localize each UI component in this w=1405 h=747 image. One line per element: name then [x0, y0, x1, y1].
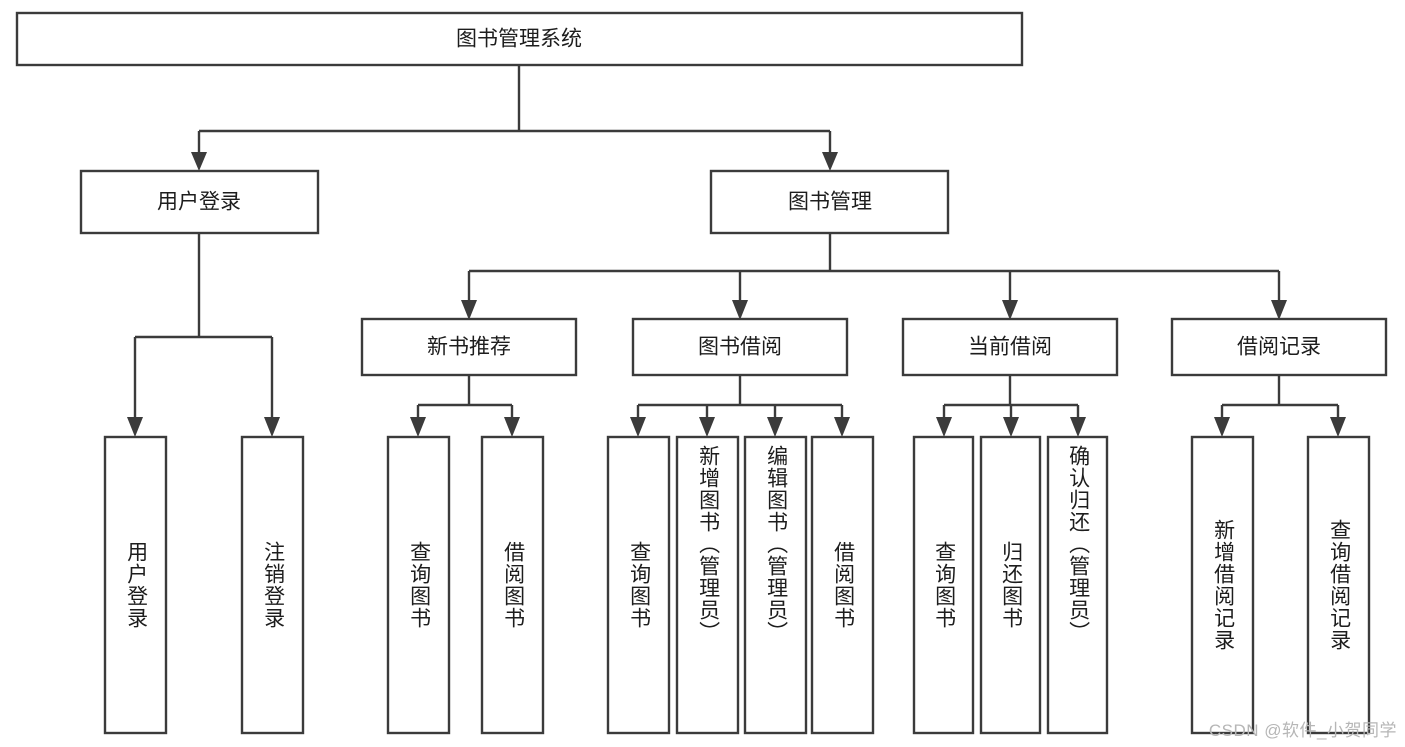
- leaf-box-edit-book[interactable]: [743, 435, 808, 735]
- leaf-box-confirm-return[interactable]: [1046, 435, 1109, 735]
- leaf-box-query-book-1[interactable]: [386, 435, 451, 735]
- connector-book-manage-to-level3: [461, 233, 1287, 320]
- node-new-book-recommend-label: 新书推荐: [427, 336, 511, 359]
- node-borrow-record[interactable]: 借阅记录: [1170, 317, 1388, 377]
- connector-borrow-record-to-leaves: [1214, 375, 1346, 437]
- leaf-box-return-book[interactable]: [979, 435, 1042, 735]
- node-root-label: 图书管理系统: [456, 28, 582, 51]
- connector-current-borrow-to-leaves: [936, 375, 1086, 437]
- node-user-login[interactable]: 用户登录: [79, 169, 320, 235]
- node-book-borrow-label: 图书借阅: [698, 336, 782, 359]
- node-book-manage[interactable]: 图书管理: [709, 169, 950, 235]
- connector-user-login-to-leaves: [127, 233, 280, 437]
- node-current-borrow[interactable]: 当前借阅: [901, 317, 1119, 377]
- node-new-book-recommend[interactable]: 新书推荐: [360, 317, 578, 377]
- connector-new-book-recommend-to-leaves: [410, 375, 520, 437]
- node-current-borrow-label: 当前借阅: [968, 336, 1052, 359]
- node-borrow-record-label: 借阅记录: [1237, 336, 1321, 359]
- leaf-box-query-record[interactable]: [1306, 435, 1371, 735]
- leaf-box-add-record[interactable]: [1190, 435, 1255, 735]
- csdn-watermark: CSDN @软件_小贺同学: [1208, 721, 1397, 740]
- node-book-borrow[interactable]: 图书借阅: [631, 317, 849, 377]
- leaf-box-query-book-3[interactable]: [912, 435, 975, 735]
- node-book-manage-label: 图书管理: [788, 191, 872, 214]
- leaf-box-borrow-book-2[interactable]: [810, 435, 875, 735]
- leaf-box-borrow-book-1[interactable]: [480, 435, 545, 735]
- leaf-box-add-book[interactable]: [675, 435, 740, 735]
- node-root[interactable]: 图书管理系统: [15, 11, 1024, 67]
- node-user-login-label: 用户登录: [157, 191, 241, 214]
- leaf-box-user-logout[interactable]: [240, 435, 305, 735]
- connector-root-to-level2: [191, 65, 838, 171]
- leaf-boxes: [103, 435, 1371, 735]
- connector-book-borrow-to-leaves: [630, 375, 850, 437]
- leaf-box-query-book-2[interactable]: [606, 435, 671, 735]
- leaf-box-user-login[interactable]: [103, 435, 168, 735]
